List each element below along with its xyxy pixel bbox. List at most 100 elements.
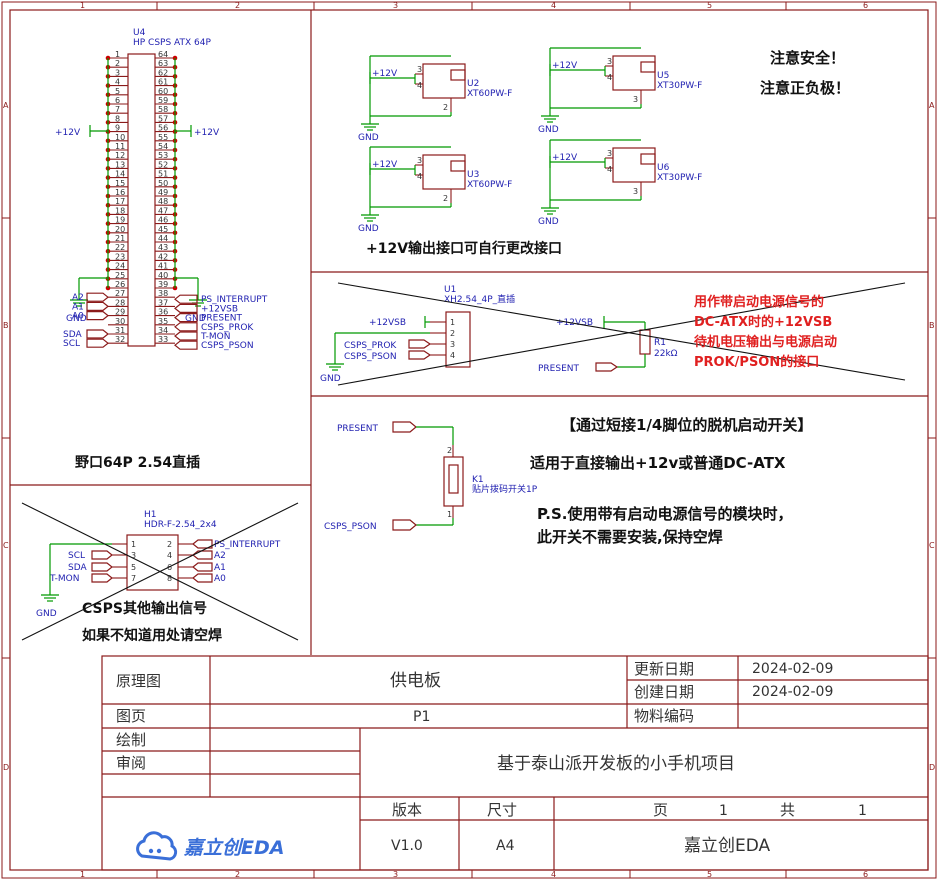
border-col-label: 5 <box>707 1 712 10</box>
u4-pin-num-left: 6 <box>115 96 120 105</box>
tb-create-label: 创建日期 <box>634 683 694 701</box>
border-col-label: 4 <box>551 1 556 10</box>
u4-pin-num-left: 1 <box>115 50 120 59</box>
xt-ref: U2 <box>467 79 479 89</box>
cloud-logo-icon <box>136 831 178 861</box>
xt-connectors: 342+12VGNDU2XT60PW-F342+12VGNDU3XT60PW-F… <box>358 47 702 234</box>
h1-right-signal: A0 <box>214 574 226 584</box>
svg-text:4: 4 <box>607 165 612 174</box>
h1-right-signal: A2 <box>214 551 226 561</box>
u4-pin-num-left: 10 <box>115 133 125 142</box>
u4-pin-num-right: 37 <box>158 298 168 307</box>
h1-left-signal: T-MON <box>49 574 80 584</box>
u4-right-signal: T-MON <box>200 332 231 342</box>
u4-pin-num-left: 5 <box>115 87 120 96</box>
xt-net: +12V <box>372 69 398 79</box>
tb-update-label: 更新日期 <box>634 660 694 678</box>
u4-pin-num-right: 61 <box>158 78 168 87</box>
u4-pin-num-right: 33 <box>158 335 168 344</box>
u4-pin-num-left: 20 <box>115 225 125 234</box>
border-row-label: A <box>3 101 9 110</box>
u1-note-3: 待机电压输出与电源启动 <box>693 334 837 350</box>
u4-pin-num-right: 51 <box>158 170 168 179</box>
xt-net: +12V <box>552 61 578 71</box>
u4-pin-num-right: 41 <box>158 262 168 271</box>
k1-section: PRESENT 21 CSPS_PSON K1 贴片拨码开关1P 【通过短接1/… <box>324 416 812 546</box>
svg-text:2: 2 <box>443 194 448 203</box>
xt-ref: U3 <box>467 170 479 180</box>
xt-ref: U5 <box>657 71 669 81</box>
u4-pin-num-right: 56 <box>158 124 168 133</box>
u4-left-signal: SDA <box>63 330 82 340</box>
u4-pin-num-right: 44 <box>158 234 168 243</box>
u4-pin-num-left: 18 <box>115 206 125 215</box>
xt-name: XT60PW-F <box>467 180 512 190</box>
h1-pin-right: 8 <box>167 574 172 583</box>
r1-ref: R1 <box>654 338 666 348</box>
u4-pin-num-left: 15 <box>115 179 125 188</box>
svg-text:1: 1 <box>450 318 455 327</box>
u4-pin-num-left: 14 <box>115 170 125 179</box>
u4-left-signal: A2 <box>72 293 84 303</box>
u4-pin-num-left: 13 <box>115 160 125 169</box>
u4-pin-num-right: 53 <box>158 151 168 160</box>
tb-review-label: 审阅 <box>116 754 146 772</box>
u4-gnd-left: GND <box>66 314 87 324</box>
border-row-label: D <box>3 763 9 772</box>
u4-pin-num-left: 11 <box>115 142 125 151</box>
h1-left-signal: SCL <box>68 551 85 561</box>
xt-gnd: GND <box>538 217 559 227</box>
tb-schematic: 原理图 <box>116 672 161 690</box>
r1-body <box>639 329 651 355</box>
k1-note-line3: 此开关不需要安装,保持空焊 <box>537 528 723 546</box>
h1-note-line1: CSPS其他输出信号 <box>82 600 207 617</box>
svg-text:3: 3 <box>417 65 422 74</box>
u4-body <box>127 53 156 347</box>
u4-pin-num-left: 7 <box>115 105 120 114</box>
inner-frame <box>9 9 929 871</box>
u4-pin-num-right: 52 <box>158 160 168 169</box>
border-col-label-bottom: 2 <box>235 870 240 879</box>
u4-pin-num-left: 19 <box>115 216 125 225</box>
tb-create-date: 2024-02-09 <box>752 684 833 700</box>
u1-ref: U1 <box>444 285 456 295</box>
tb-total-num: 1 <box>858 803 867 819</box>
u4-pin-num-right: 39 <box>158 280 168 289</box>
svg-text:3: 3 <box>607 57 612 66</box>
u4-left-signal: A1 <box>72 302 84 312</box>
tb-version-label: 版本 <box>392 801 422 819</box>
border-col-label-bottom: 6 <box>863 870 868 879</box>
svg-text:3: 3 <box>633 95 638 104</box>
tb-brand: 嘉立创EDA <box>183 837 284 859</box>
xt-name: XT60PW-F <box>467 89 512 99</box>
u4-pin-num-right: 58 <box>158 105 168 114</box>
u4-pin-num-left: 25 <box>115 271 125 280</box>
u4-right-signal: CSPS_PSON <box>201 341 254 351</box>
u4-pin-num-right: 62 <box>158 68 168 77</box>
u4-pin-num-right: 35 <box>158 317 168 326</box>
u4-pin-num-right: 49 <box>158 188 168 197</box>
tb-drawn-label: 绘制 <box>116 731 146 749</box>
border-row-label-right: A <box>929 101 935 110</box>
tb-company: 嘉立创EDA <box>684 836 771 856</box>
u4-pin-num-left: 4 <box>115 78 120 87</box>
u4-pin-num-right: 38 <box>158 289 168 298</box>
h1-pin-left: 7 <box>131 574 136 583</box>
u4-12v-right: +12V <box>194 128 220 138</box>
h1-pin-right: 4 <box>167 551 172 560</box>
r1-val: 22kΩ <box>654 349 678 359</box>
u4-pin-num-right: 63 <box>158 59 168 68</box>
u1-note-1: 用作带启动电源信号的 <box>693 294 824 310</box>
border-col-label-bottom: 3 <box>393 870 398 879</box>
svg-text:3: 3 <box>450 340 455 349</box>
u4-pin-num-left: 28 <box>115 298 125 307</box>
svg-text:2: 2 <box>447 446 452 455</box>
h1-right-signal: PS_INTERRUPT <box>214 540 281 550</box>
u1-sig-pson: CSPS_PSON <box>344 352 397 362</box>
u1-sig-12vsb: +12VSB <box>369 318 406 328</box>
u4-pin-num-right: 50 <box>158 179 168 188</box>
u4-pin-num-right: 60 <box>158 87 168 96</box>
